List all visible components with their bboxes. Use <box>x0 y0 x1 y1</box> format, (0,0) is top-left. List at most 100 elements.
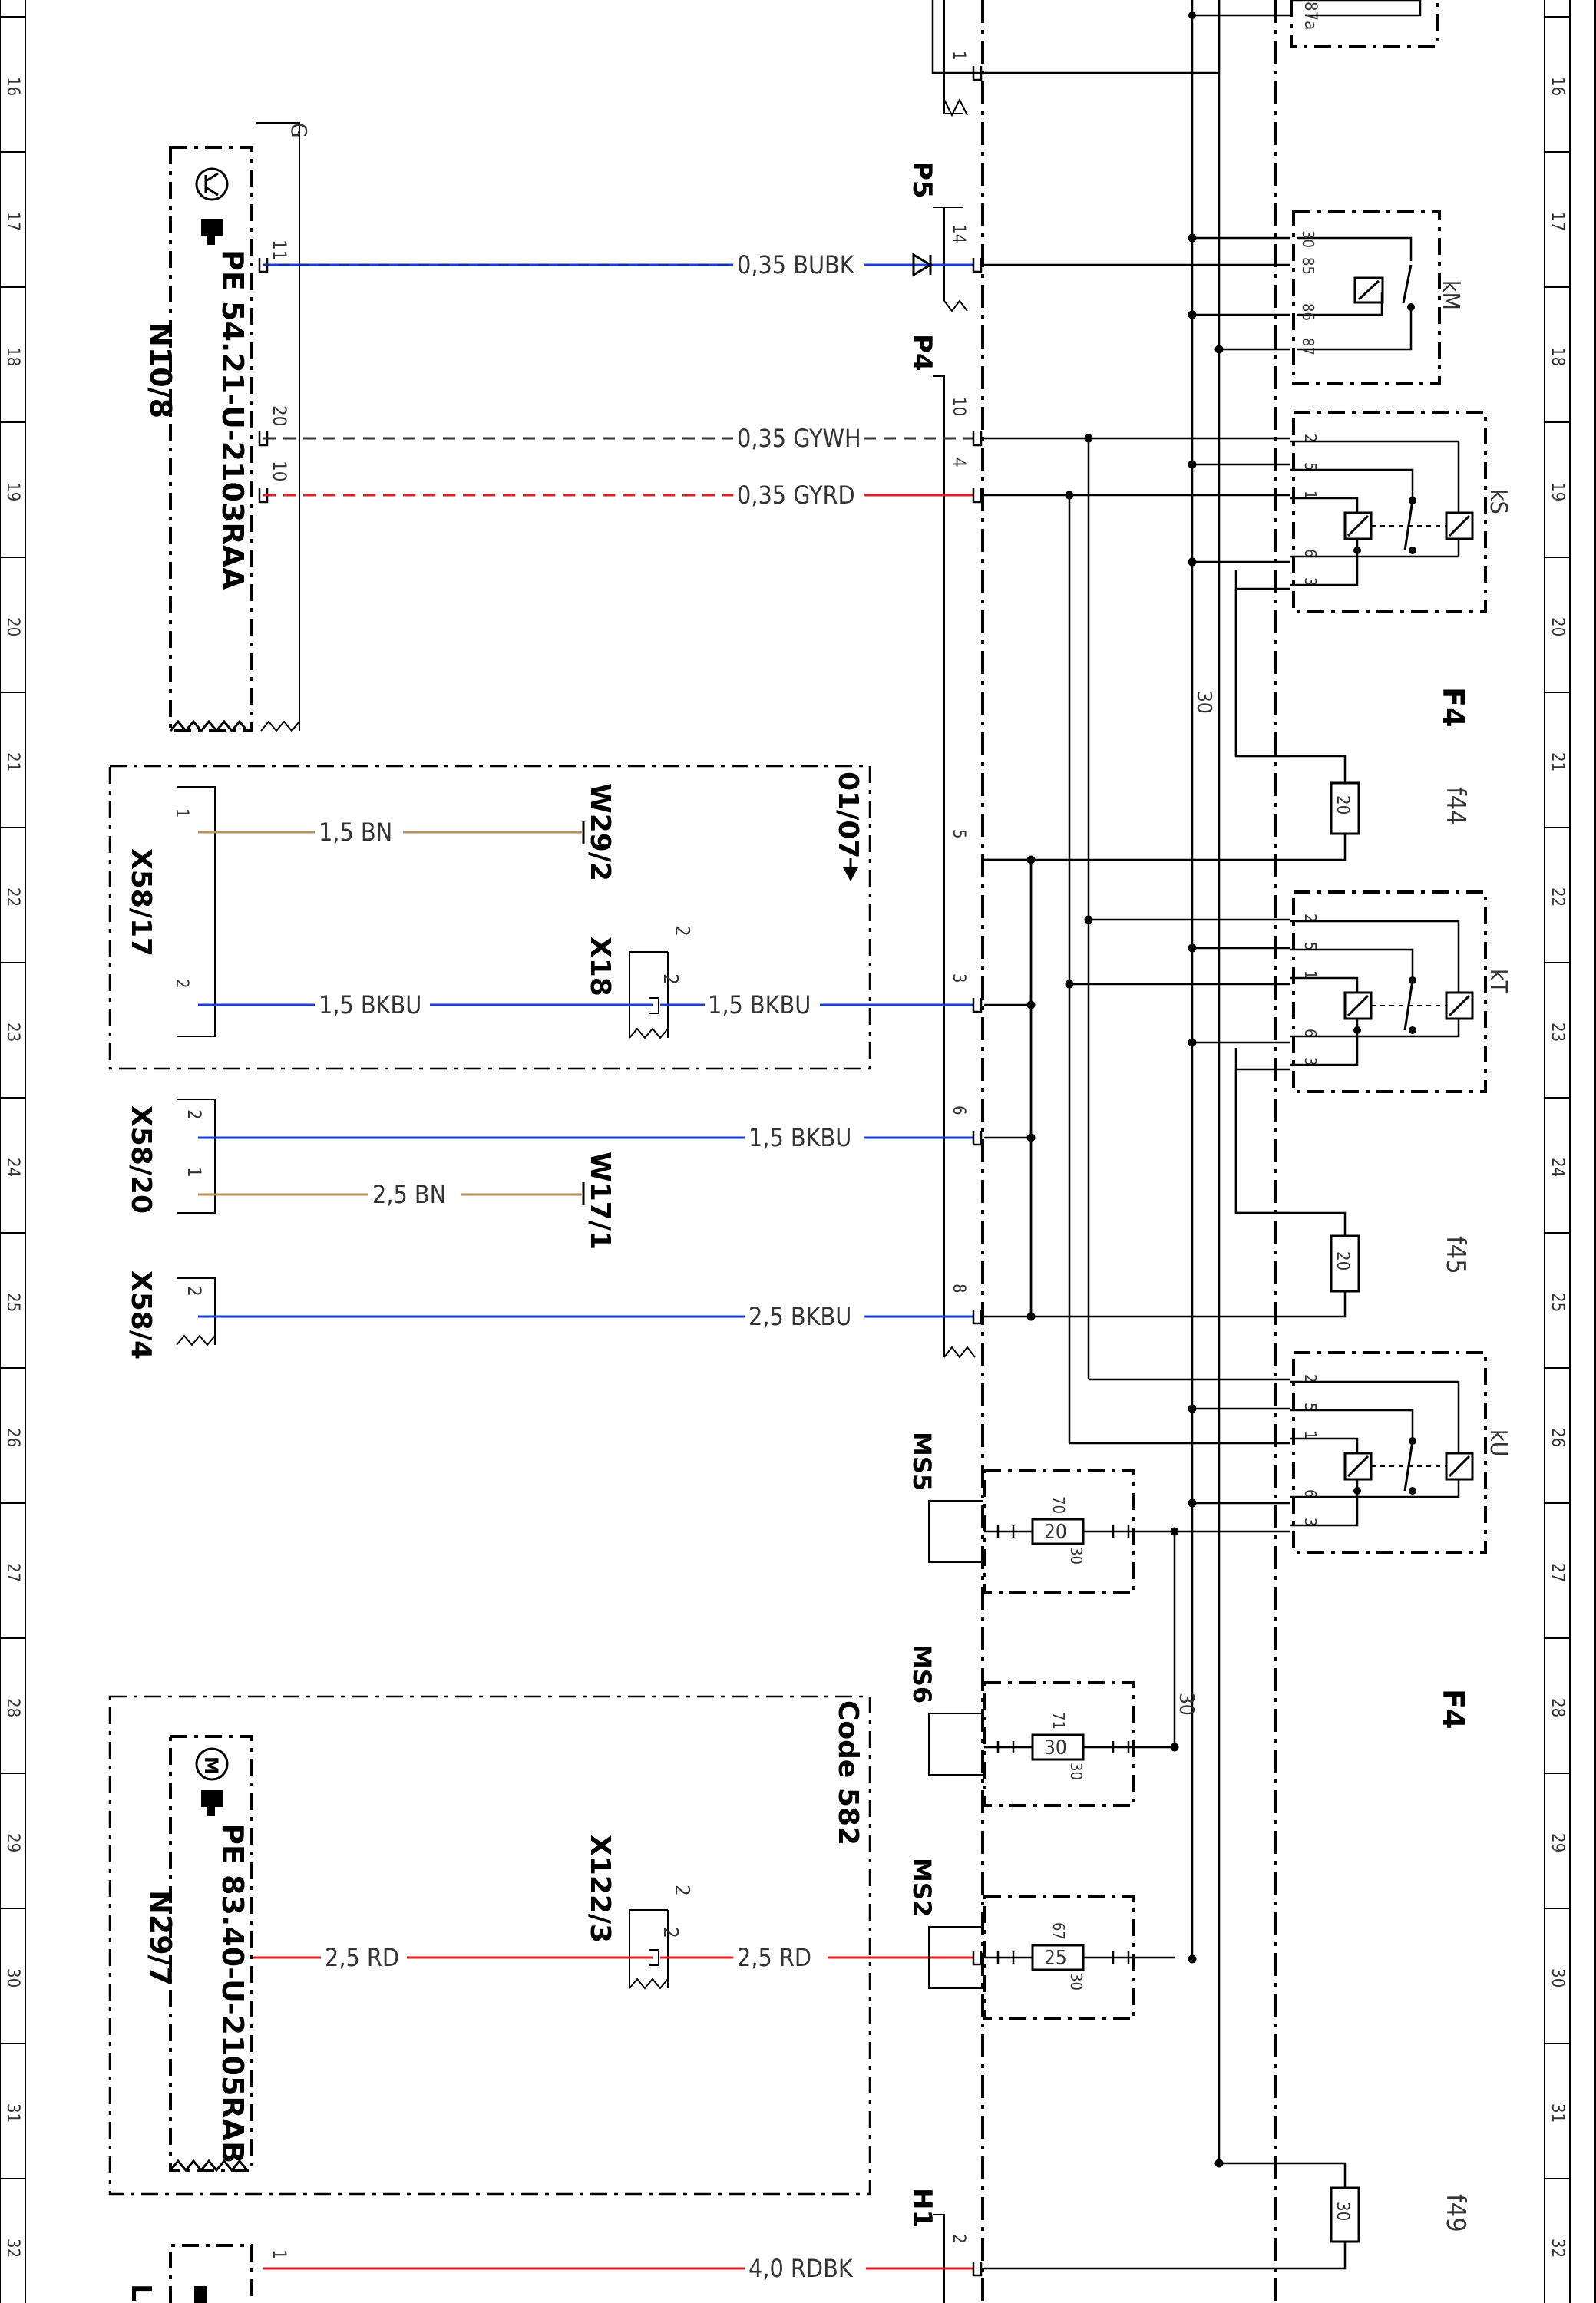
relayKU-ref: kU <box>1485 1429 1512 1456</box>
junction-dot <box>1188 1498 1197 1508</box>
grid-number-left: 24 <box>3 1158 22 1177</box>
box-01-07: 01/07 X58/17 1 2 W29/2 X18 2 2 <box>108 765 871 1070</box>
fuse-ms5-rating: 20 <box>1044 1521 1067 1544</box>
h1-ref: H1 <box>907 2188 937 2228</box>
relayKT-pin: 5 <box>1301 942 1320 950</box>
entry-terminals <box>972 66 983 2277</box>
grid-number-right: 28 <box>1548 1698 1567 1717</box>
x18-connector: X18 2 2 <box>584 925 693 1039</box>
grid-number-left: 18 <box>3 347 22 366</box>
x58-4-pin-2: 2 <box>183 1286 205 1297</box>
wire-label: 1,5 BKBU <box>319 990 421 1019</box>
relaySK-pin: 5 <box>1301 462 1320 471</box>
junction-dot <box>1084 434 1093 443</box>
grid-number-left: 22 <box>3 887 22 907</box>
x58-4-connector: X58/4 2 <box>125 1270 216 1360</box>
grid-number-left: 21 <box>3 752 22 772</box>
p4-pin-3: 3 <box>949 973 968 983</box>
bus-30-label: 30 <box>1192 691 1215 714</box>
grid-number-left: 19 <box>3 482 22 501</box>
h1-connector: H1 2 <box>907 2188 968 2303</box>
p5-pin-14: 14 <box>949 224 968 243</box>
grid-number-right: 32 <box>1548 2239 1567 2258</box>
junction-dot <box>1188 1404 1197 1413</box>
relayKT-pin: 1 <box>1301 970 1320 979</box>
relaySK-ref: kS <box>1485 489 1512 514</box>
fuse-ms6-ref: MS6 <box>907 1644 937 1703</box>
p4-ref: P4 <box>907 334 937 372</box>
junction-dot <box>1188 460 1197 469</box>
relaySK-pin: 2 <box>1301 434 1320 442</box>
bus-30-label: 30 <box>1175 1693 1198 1716</box>
p4-pin-4: 4 <box>949 458 968 468</box>
fuse-ms6-rating: 30 <box>1044 1736 1067 1759</box>
grid-number-left: 23 <box>3 1023 22 1042</box>
relaySK-pin: 3 <box>1301 577 1320 586</box>
p5-connector: P5 14 <box>907 161 968 312</box>
x58-20-pin-2: 2 <box>183 1109 205 1120</box>
x58-20-ref: X58/20 <box>125 1105 157 1214</box>
fuse-ms5-pin-in: 70 <box>1049 1496 1068 1514</box>
x58-17-pin-2: 2 <box>172 979 191 989</box>
grid-number-left: 28 <box>3 1698 22 1717</box>
grid-number-left: 30 <box>3 1968 22 1987</box>
p4-connector: P4 10 4 5 3 6 8 <box>907 334 976 1359</box>
wire-label: 2,5 RD <box>325 1943 399 1972</box>
box-code-582: Code 582 M PE 83.40-U-2105RAB N29/7 X122… <box>108 1695 871 2196</box>
grid-ticks <box>0 16 1570 2179</box>
p4-pin-5: 5 <box>949 829 968 839</box>
x122-3-connector: X122/3 2 2 <box>584 1835 693 1990</box>
grid-number-left: 16 <box>3 77 22 96</box>
fuse-ms2-pin-in: 67 <box>1049 1922 1068 1940</box>
junction-dot <box>1188 1954 1197 1964</box>
relay-km-ref: kM <box>1437 280 1464 310</box>
p5-arrow-icon <box>912 253 933 277</box>
x18-pin-outer: 2 <box>670 925 693 937</box>
wire-label: 1,5 BKBU <box>708 990 811 1019</box>
junction-dot <box>1026 1000 1036 1009</box>
motor-icon: M <box>195 1747 229 1781</box>
w17-1-terminal: W17/1 <box>582 1152 616 1250</box>
grid-number-left: 17 <box>3 212 22 231</box>
grid-number-left: 29 <box>3 1833 22 1852</box>
n10-8-pin-g: G <box>286 123 312 138</box>
grid-number-right: 20 <box>1548 617 1567 636</box>
junction-dot <box>1065 980 1074 989</box>
junction-dot <box>1214 2159 1224 2168</box>
bus-lines <box>1029 0 1276 2165</box>
h1-pin-2: 2 <box>949 2234 968 2244</box>
fuse-ms5-pin-out: 30 <box>1067 1547 1085 1565</box>
wire-label: 0,35 GYWH <box>737 424 861 453</box>
f4-label-bottom: F4 <box>1436 1689 1470 1729</box>
grid-number-right: 24 <box>1548 1158 1567 1177</box>
grid-number-left: 31 <box>3 2103 22 2123</box>
n10-8-pin-11: 11 <box>269 240 290 260</box>
junction-dots <box>1026 233 1224 2168</box>
wires <box>198 263 973 2270</box>
fuse-f49: 30 f49 <box>1330 2186 1471 2243</box>
grid-number-right: 19 <box>1548 482 1567 501</box>
fuse-f45-ref: f45 <box>1440 1236 1471 1274</box>
l-ref: L <box>125 2284 157 2301</box>
grid-number-right: 25 <box>1548 1293 1567 1312</box>
p4-pin-6: 6 <box>949 1105 968 1115</box>
junction-dot <box>1188 310 1197 319</box>
n29-7-ref: N29/7 <box>144 1890 177 1986</box>
l-partial-module: L 1 <box>125 2244 290 2303</box>
fuse-ms6-pin-in: 71 <box>1049 1712 1068 1730</box>
x18-pin-inner: 2 <box>659 973 682 985</box>
transistor-icon <box>195 167 229 201</box>
grid-number-right: 17 <box>1548 212 1567 231</box>
x58-17-ref: X58/17 <box>125 848 157 957</box>
junction-dot <box>1026 1133 1036 1142</box>
n10-8-pin-20: 20 <box>269 405 290 426</box>
fuse-f45-rating: 20 <box>1333 1251 1352 1270</box>
wire-label: 2,5 BKBU <box>748 1302 851 1331</box>
n29-7-pe-code: PE 83.40-U-2105RAB <box>216 1823 249 2163</box>
junction-dot <box>1188 943 1197 953</box>
junction-dot <box>1188 1038 1197 1047</box>
grid-number-right: 22 <box>1548 887 1567 907</box>
